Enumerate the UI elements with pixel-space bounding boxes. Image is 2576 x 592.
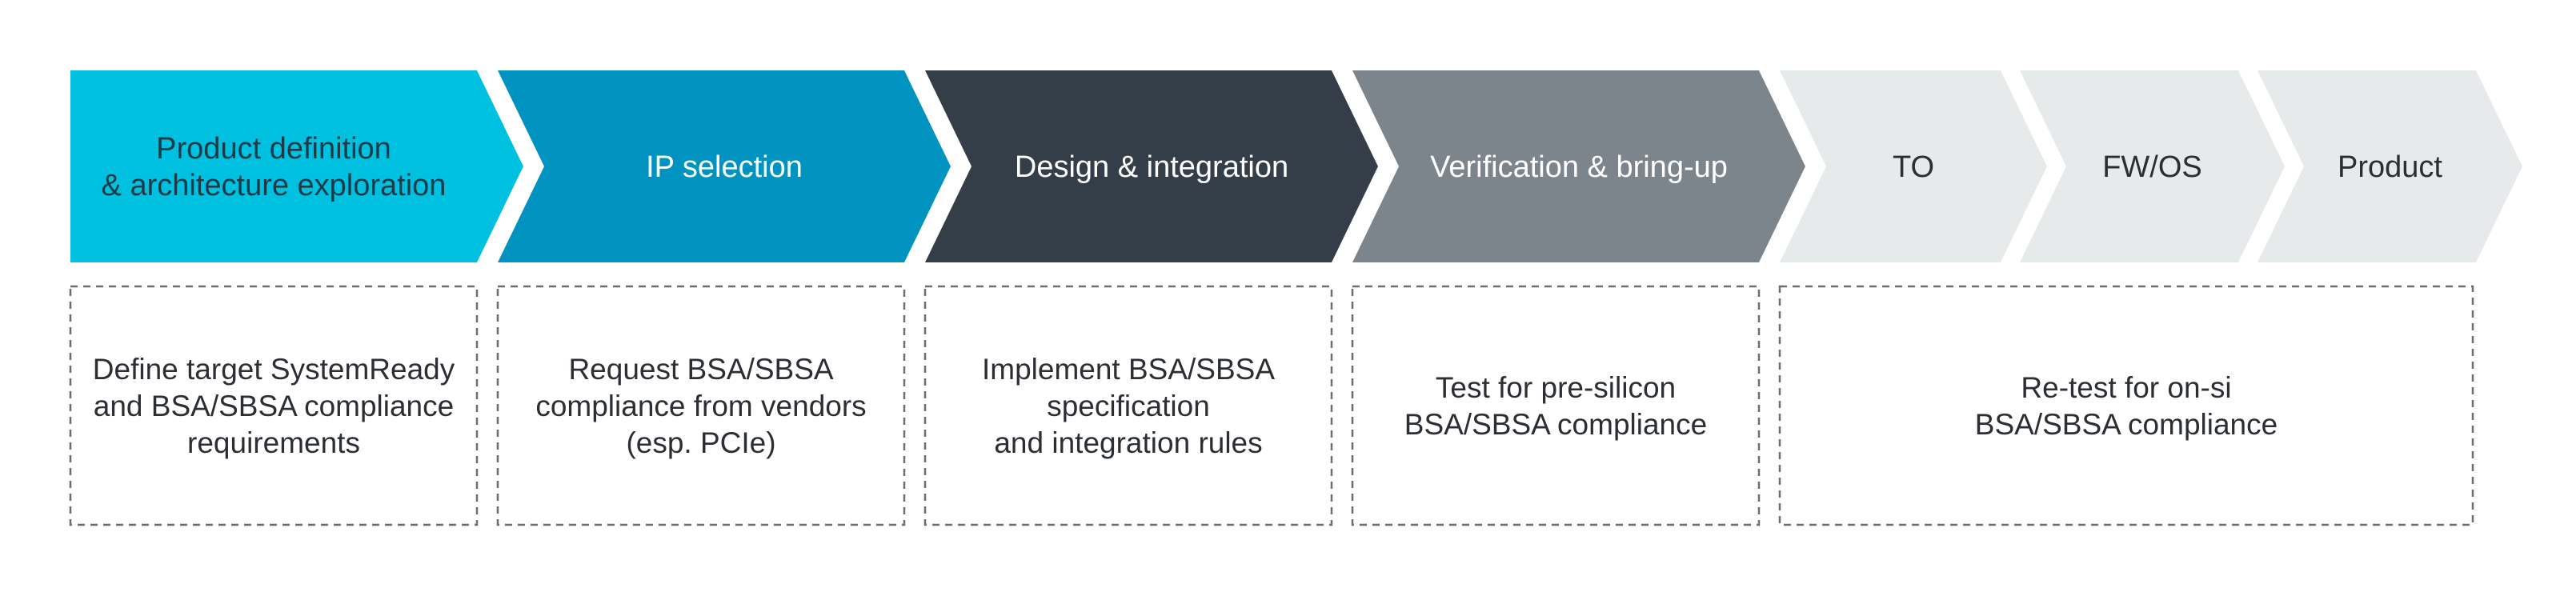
description-text: Test for pre-silicon [1436,371,1676,404]
description-text: compliance from vendors [535,390,866,422]
description-box [1351,285,1761,526]
stage-fw-os: FW/OS [2020,70,2285,262]
stage-label: FW/OS [2102,150,2202,184]
stage-label: Verification & bring-up [1430,150,1728,184]
stage-chevron [1780,70,2047,262]
description-text: and integration rules [994,426,1262,459]
stage-to: TO [1780,70,2047,262]
description-text: and BSA/SBSA compliance [94,390,454,422]
stage-label: TO [1893,150,1934,184]
description-define-target: Define target SystemReady and BSA/SBSA co… [69,285,479,526]
description-text: Implement BSA/SBSA [982,353,1275,386]
stage-chevron [498,70,951,262]
stage-design-integration: Design & integration [925,70,1378,262]
stage-chevron [70,70,523,262]
description-text: Define target SystemReady [93,353,455,386]
stage-verification-bringup: Verification & bring-up [1352,70,1805,262]
description-text: Request BSA/SBSA [568,353,833,386]
stage-product: Product [2258,70,2522,262]
description-text: specification [1047,390,1210,422]
description-text: requirements [187,426,360,459]
description-text: BSA/SBSA compliance [1975,408,2278,441]
description-text: (esp. PCIe) [626,426,775,459]
description-text: Re-test for on-si [2021,371,2231,404]
stage-label: Product definition [156,132,391,166]
stage-label: Product [2338,150,2442,184]
description-box [1778,285,2474,526]
stage-label: & architecture exploration [102,169,447,202]
stage-product-definition: Product definition& architecture explora… [70,70,523,262]
description-request-compliance: Request BSA/SBSA compliance from vendors (… [496,285,906,526]
stage-chevron [2020,70,2285,262]
stage-chevron [925,70,1378,262]
description-text: BSA/SBSA compliance [1404,408,1707,441]
stage-ip-selection: IP selection [498,70,951,262]
stage-chevron [1352,70,1805,262]
description-box [69,285,479,526]
stage-label: Design & integration [1015,150,1288,184]
stages-layer: Product definition& architecture explora… [70,70,2522,262]
descriptions-layer: Define target SystemReady and BSA/SBSA co… [69,285,2474,526]
description-implement-spec: Implement BSA/SBSA specification and integ… [923,285,1333,526]
description-box [496,285,906,526]
stage-label: IP selection [646,150,803,184]
stage-chevron [2258,70,2522,262]
description-box [923,285,1333,526]
